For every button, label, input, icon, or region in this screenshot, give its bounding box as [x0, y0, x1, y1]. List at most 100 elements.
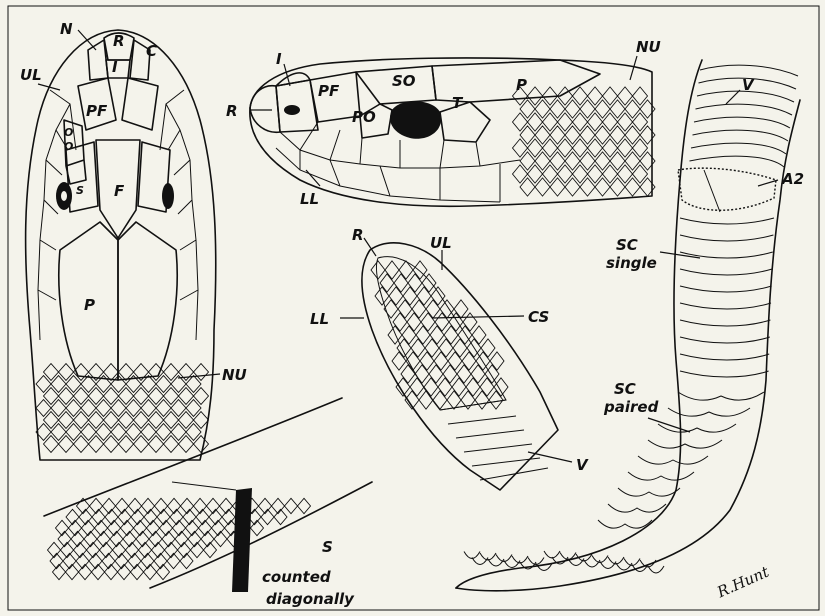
chin-shields [371, 261, 508, 409]
dorsal-head-view [26, 30, 216, 460]
scale-cell [401, 365, 415, 383]
scale-cell [371, 261, 385, 279]
scale-cell [392, 352, 406, 370]
parietal-right [118, 222, 177, 380]
tail-view [456, 60, 800, 591]
label-scales-caption-2: diagonally [266, 590, 355, 608]
subcaudal-plate [680, 218, 774, 224]
scale-cell [463, 313, 477, 331]
leader-V-chin [528, 452, 572, 462]
label-scales-caption-1: counted [262, 568, 331, 586]
subcaudal-plate [648, 440, 722, 448]
eye-lateral [390, 101, 441, 139]
label-chin-LL: LL [310, 310, 329, 328]
label-dorsal-P: P [84, 296, 95, 314]
label-dorsal-PF: PF [86, 102, 108, 120]
scale-cell [389, 287, 403, 305]
label-tail-SC-paired-1: SC [614, 380, 636, 398]
label-lateral-R: R [226, 102, 238, 120]
subcaudal-plate [680, 320, 770, 326]
throat-ventrals [440, 400, 548, 480]
subcaudal-plate [691, 143, 786, 154]
scale-cell [298, 498, 311, 513]
label-dorsal-O2: O [64, 140, 73, 153]
scale-cell [454, 300, 468, 318]
scale-cell [411, 339, 425, 357]
postocular-temporal [440, 102, 490, 142]
scale-cell [472, 326, 486, 344]
label-tail-SC-paired-2: paired [603, 398, 659, 416]
subcaudal-plate [680, 303, 771, 309]
scale-cell [410, 378, 424, 396]
label-dorsal-C: C [146, 42, 157, 60]
chin-view [362, 243, 558, 490]
scale-cell [421, 313, 435, 331]
label-lateral-PF: PF [318, 82, 340, 100]
scale-cell [420, 352, 434, 370]
scale-cell [457, 365, 471, 383]
label-dorsal-R: R [113, 32, 125, 50]
label-tail-A2: A2 [781, 170, 804, 188]
subcaudal-plate [680, 337, 770, 343]
scale-cell [285, 498, 298, 513]
scale-cell [449, 313, 463, 331]
scale-cell [444, 326, 458, 344]
scale-cell [452, 378, 466, 396]
lateral-head-view [250, 58, 655, 206]
label-dorsal-S: S [76, 184, 84, 197]
tail-outline-right [456, 100, 800, 591]
subcaudal-plate [598, 520, 652, 528]
scale-cell [471, 365, 485, 383]
scale-cell [419, 391, 433, 409]
scale-cell [435, 313, 449, 331]
subcaudal-plate [680, 371, 769, 377]
scale-cell [398, 300, 412, 318]
label-dorsal-O1: O [64, 126, 73, 139]
upper-labial-row-right [160, 90, 198, 340]
eye-left-highlight [61, 191, 67, 201]
scale-cell [438, 378, 452, 396]
scale-cell [416, 326, 430, 344]
scale-cell [403, 287, 417, 305]
scale-cell [429, 365, 443, 383]
scale-cell [402, 326, 416, 344]
subcaudal-plate [690, 156, 785, 167]
leader-V-tail [726, 90, 740, 104]
subcaudal-plate [618, 488, 680, 496]
subcaudal-scales [464, 65, 798, 573]
scale-row-strip [44, 398, 372, 592]
scale-cell [425, 339, 439, 357]
scale-cell [422, 274, 436, 292]
label-lateral-P: P [516, 76, 527, 94]
subcaudal-plate [696, 104, 793, 115]
scale-cell [494, 378, 508, 396]
label-chin-CS: CS [528, 308, 549, 326]
scale-cell [399, 261, 413, 279]
prefrontal-right [122, 78, 158, 130]
scale-cell [462, 352, 476, 370]
subcaudal-plate [680, 269, 772, 275]
leader-NU-lateral [630, 56, 637, 80]
scale-cell [489, 391, 503, 409]
scale-cell [490, 352, 504, 370]
label-dorsal-UL: UL [20, 66, 42, 84]
scale-cell [385, 261, 399, 279]
scale-cell [433, 391, 447, 409]
label-dorsal-F: F [114, 182, 125, 200]
label-lateral-I: I [276, 50, 282, 68]
anal-plate-outline [678, 168, 776, 210]
label-chin-UL: UL [430, 234, 452, 252]
scale-cell [481, 339, 495, 357]
nuchal-scales [36, 364, 209, 453]
subcaudal-plate [694, 117, 790, 128]
strip-lower-edge [150, 482, 372, 588]
label-lateral-PO: PO [352, 108, 376, 126]
label-lateral-T: T [452, 94, 464, 112]
subcaudal-plate [678, 392, 764, 400]
label-dorsal-N: N [60, 20, 73, 38]
subcaudal-plate [608, 504, 666, 512]
scale-cell [443, 365, 457, 383]
artist-signature: R.Hunt [714, 562, 773, 601]
